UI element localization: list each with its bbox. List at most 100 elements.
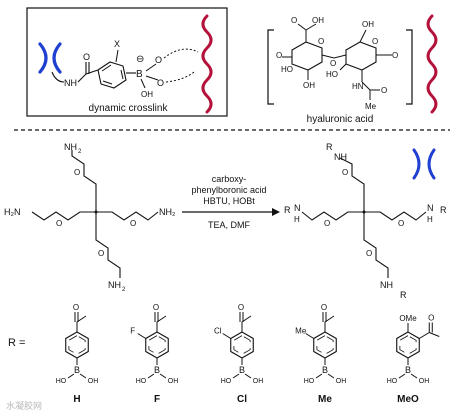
boron-oh: OH — [168, 378, 179, 385]
ha-oh-top: OH — [312, 16, 324, 25]
r-group-label: MeO — [397, 394, 419, 405]
reactant-o-top: O — [74, 168, 80, 177]
boron-ho: HO — [387, 378, 398, 385]
boron-atom: B — [239, 365, 245, 375]
r-group-label: H — [73, 394, 80, 405]
product-r-left: R — [284, 205, 291, 215]
boron-ho: HO — [56, 378, 67, 385]
substituent-label: Me — [295, 327, 307, 336]
r-equals-label: R = — [8, 337, 25, 349]
benzene-ring — [97, 61, 127, 89]
x-bond — [115, 49, 119, 63]
watermark: 水凝胶网 — [6, 401, 43, 411]
boron-atom: B — [322, 365, 328, 375]
boron-atom: B — [154, 365, 160, 375]
conditions-text: TEA, DMF — [208, 220, 251, 230]
ha-o-ring2: O — [372, 37, 378, 46]
peg-arms — [31, 150, 159, 278]
boron-ho: HO — [304, 378, 315, 385]
carbonyl-o: O — [238, 303, 244, 312]
repeat-bracket-right — [406, 29, 413, 105]
boron-oh-bonds — [398, 373, 418, 379]
dynamic-crosslink-panel: NH O X B ⊖ OH O O dynamic crosslink — [26, 7, 228, 117]
linker-chain — [51, 71, 65, 83]
glucosamine-ring — [345, 41, 377, 71]
r-group-ring-inner — [233, 335, 251, 355]
r-group-label: F — [154, 394, 160, 405]
ha-o-link: O — [330, 59, 336, 68]
crosslink-caption: dynamic crosslink — [89, 103, 169, 114]
dynamic-bond-dashes — [163, 48, 199, 83]
substituent-bond — [305, 333, 315, 339]
reactant-nh2-bottom: NH — [108, 280, 121, 290]
boron-atom: B — [74, 365, 80, 375]
product-r-right: R — [440, 205, 447, 215]
product-h-left: H — [294, 215, 300, 224]
product-nh-bottom: NH — [380, 280, 393, 290]
product-r-top: R — [326, 142, 333, 152]
r-group-ring-inner — [148, 335, 166, 355]
boron-oh-bonds — [315, 373, 335, 379]
carbonyl-bond — [239, 312, 252, 332]
boron-o-bonds — [145, 63, 159, 81]
reactant-o-bottom: O — [98, 249, 104, 258]
product-nh-top: NH — [334, 152, 347, 162]
atom-oh-boron: OH — [141, 90, 153, 99]
reactant-peg-amine: NH 2 H₂N NH₂ NH 2 O O O O — [4, 142, 176, 293]
reactant-h2n-left: H₂N — [4, 207, 21, 217]
atom-b: B — [136, 69, 143, 80]
product-h-right: H — [427, 215, 433, 224]
repeat-bracket-left — [267, 29, 274, 105]
boronate-charge: ⊖ — [136, 54, 144, 65]
product-o-bottom: O — [366, 249, 372, 258]
ha-o-amide: O — [381, 86, 387, 95]
substituent-label: F — [130, 327, 135, 336]
product-o-left: O — [324, 219, 330, 228]
boron-atom: B — [405, 365, 411, 375]
product-arms — [301, 157, 427, 278]
boron-oh: OH — [88, 378, 99, 385]
boron-oh: OH — [336, 378, 347, 385]
product-peg-boronate: R NH R N H N H R NH R O O O O — [284, 142, 447, 300]
boron-oh-bond — [140, 78, 146, 89]
r-group-ring-inner — [68, 335, 86, 355]
carbonyl-bond — [419, 322, 440, 339]
reaction-arrow-group: carboxy- phenylboronic acid HBTU, HOBt T… — [182, 174, 280, 230]
carbonyl-bond — [154, 312, 167, 332]
substituent-bond — [137, 333, 147, 339]
carbonyl-bond — [322, 312, 335, 332]
product-n-left: N — [294, 203, 301, 213]
ha-o-ring1: O — [318, 37, 324, 46]
reagents-line1: carboxy- — [212, 174, 247, 184]
product-n-right: N — [427, 203, 434, 213]
product-o-right: O — [398, 219, 404, 228]
substituent-bond — [222, 333, 232, 339]
r-group-label: Cl — [237, 394, 247, 405]
boron-oh-bonds — [147, 373, 167, 379]
glycosidic-bond — [321, 54, 347, 59]
reactant-nh2-right: NH₂ — [159, 207, 176, 217]
boron-ho: HO — [221, 378, 232, 385]
glucuronic-ring — [291, 41, 323, 71]
carbonyl-o: O — [428, 314, 434, 323]
reactant-nh2-top: NH — [64, 142, 77, 152]
ha-oh-ring1-bottom: OH — [303, 81, 315, 90]
carbonyl-o: O — [321, 303, 327, 312]
r-group-label: Me — [318, 394, 332, 405]
reactant-o-right: O — [130, 219, 136, 228]
boron-oh: OH — [253, 378, 264, 385]
atom-o-lower: O — [157, 78, 164, 88]
reagents-line3: HBTU, HOBt — [203, 196, 255, 206]
atom-o-amide: O — [83, 52, 90, 62]
reactant-nh2-top-sub: 2 — [78, 149, 82, 155]
ha-ho-ring2: HO — [326, 70, 338, 79]
ha-caption: hyaluronic acid — [307, 114, 374, 125]
substituent-label: OMe — [399, 314, 417, 323]
ha-o-start: O — [276, 51, 282, 60]
boron-oh-bonds — [67, 373, 87, 379]
r-group-ring-inner — [316, 335, 334, 355]
crosslinker-symbol-icon — [38, 42, 62, 74]
ring-double-bonds — [101, 64, 124, 85]
reactant-nh2-bottom-sub: 2 — [122, 287, 126, 293]
